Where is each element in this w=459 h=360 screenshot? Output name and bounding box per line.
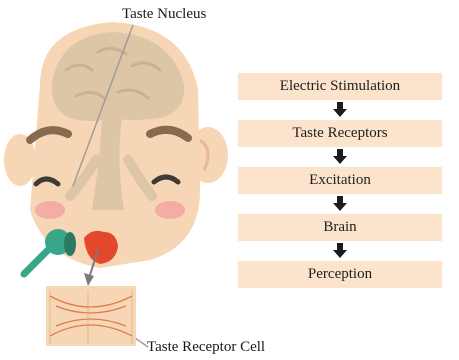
flow-step-excitation: Excitation <box>238 167 442 194</box>
flow-arrow-icon <box>238 100 442 120</box>
right-cheek-icon <box>155 201 185 219</box>
flow-step-perception: Perception <box>238 261 442 288</box>
process-flow: Electric Stimulation Taste Receptors Exc… <box>238 73 442 288</box>
left-cheek-icon <box>35 201 65 219</box>
flow-step-electric-stimulation: Electric Stimulation <box>238 73 442 100</box>
flow-arrow-icon <box>238 241 442 261</box>
label-taste-receptor-cell: Taste Receptor Cell <box>147 340 265 355</box>
flow-arrow-icon <box>238 194 442 214</box>
flow-step-brain: Brain <box>238 214 442 241</box>
label-taste-nucleus: Taste Nucleus <box>122 7 206 22</box>
flow-arrow-icon <box>238 147 442 167</box>
taste-receptor-cell-icon <box>46 286 136 346</box>
down-arrow-icon <box>84 273 94 286</box>
flow-step-taste-receptors: Taste Receptors <box>238 120 442 147</box>
